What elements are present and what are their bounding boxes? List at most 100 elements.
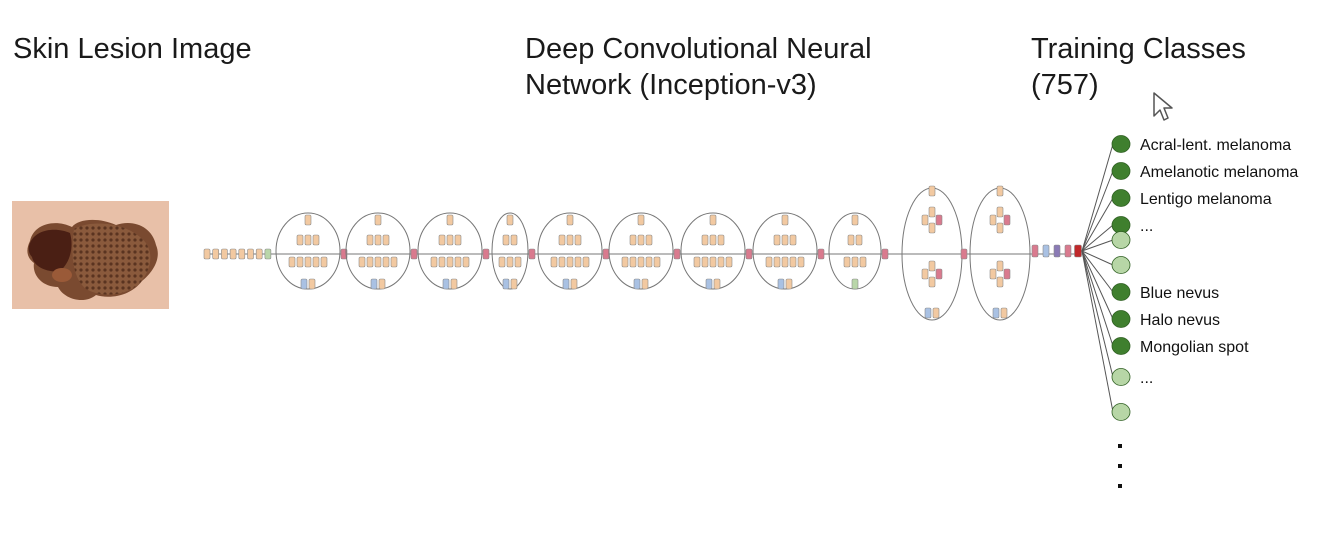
branch-box [709, 256, 717, 268]
avgpool-box [851, 278, 859, 290]
branch-box [510, 278, 518, 290]
branch-box [454, 234, 462, 246]
branch-top-box [304, 214, 312, 226]
branch-box [514, 256, 522, 268]
concat-box [924, 307, 932, 319]
branch-box [765, 256, 773, 268]
pool-connector-box [745, 248, 753, 260]
branch-box [637, 256, 645, 268]
branch-box [932, 307, 940, 319]
branch-box [450, 278, 458, 290]
pool-connector-box [960, 248, 968, 260]
branch-box [312, 234, 320, 246]
branch-box [859, 256, 867, 268]
class-node [1111, 135, 1131, 153]
pool-connector-box [410, 248, 418, 260]
class-node [1111, 337, 1131, 355]
branch-box [996, 222, 1004, 234]
pool-connector-box [602, 248, 610, 260]
branch-box [390, 256, 398, 268]
branch-top-box [709, 214, 717, 226]
skin-lesion-heading: Skin Lesion Image [13, 33, 252, 65]
class-label: Halo nevus [1140, 312, 1220, 329]
class-label: Lentigo melanoma [1140, 191, 1272, 208]
branch-box [843, 256, 851, 268]
branch-box [701, 256, 709, 268]
branch-top-box [996, 185, 1004, 197]
ellipsis-dot [1118, 484, 1122, 488]
class-node [1111, 310, 1131, 328]
class-connector-line [1081, 250, 1114, 266]
branch-box [296, 234, 304, 246]
concat-box [562, 278, 570, 290]
inception-module-outline [537, 212, 603, 290]
branch-box [558, 256, 566, 268]
branch-box [498, 256, 506, 268]
branch-top-box [374, 214, 382, 226]
branch-box [558, 234, 566, 246]
branch-box [717, 256, 725, 268]
pool-connector-box [528, 248, 536, 260]
branch-top-box [781, 214, 789, 226]
branch-box [570, 278, 578, 290]
branch-box [921, 268, 929, 280]
class-connector-line [1081, 239, 1114, 252]
branch-box [308, 278, 316, 290]
branch-box [996, 260, 1004, 272]
stem-layer-box [229, 248, 237, 260]
class-node [1111, 283, 1131, 301]
branch-box [701, 234, 709, 246]
class-label: Blue nevus [1140, 285, 1219, 302]
branch-box [462, 256, 470, 268]
concat-box [442, 278, 450, 290]
branch-top-box [446, 214, 454, 226]
branch-box [374, 234, 382, 246]
pointer-cursor-icon [1153, 92, 1173, 121]
branch-box [312, 256, 320, 268]
inception-module-outline [417, 212, 483, 290]
branch-box [693, 256, 701, 268]
concat-box [370, 278, 378, 290]
branch-box [366, 256, 374, 268]
branch-box [358, 256, 366, 268]
skin-lesion-image [12, 201, 169, 309]
branch-box [725, 256, 733, 268]
class-label: ... [1140, 218, 1153, 235]
branch-box [582, 256, 590, 268]
branch-box [446, 234, 454, 246]
branch-box [781, 234, 789, 246]
branch-top-box [566, 214, 574, 226]
concat-box [300, 278, 308, 290]
class-node [1111, 368, 1131, 386]
head-pool-box [1031, 244, 1039, 258]
inception-module-outline [680, 212, 746, 290]
head-dropout-box [1042, 244, 1050, 258]
branch-box [789, 234, 797, 246]
class-node [1111, 256, 1131, 274]
class-node [1111, 216, 1131, 234]
class-connector-line [1081, 250, 1114, 293]
branch-box [430, 256, 438, 268]
stem-layer-box [212, 248, 219, 260]
stem-layer-box [247, 248, 254, 260]
class-label: Mongolian spot [1140, 339, 1249, 356]
branch-box [629, 256, 637, 268]
branch-box [438, 256, 446, 268]
pool-connector-box [482, 248, 490, 260]
class-connector-line [1081, 250, 1114, 413]
head-fc-box [1053, 244, 1061, 258]
branch-box [296, 256, 304, 268]
branch-box [989, 268, 997, 280]
class-label: ... [1140, 370, 1153, 387]
branch-box [1000, 307, 1008, 319]
network-heading: Deep Convolutional Neural Network (Incep… [525, 33, 872, 101]
class-connector-line [1081, 250, 1114, 378]
concat-box [633, 278, 641, 290]
branch-box [566, 234, 574, 246]
branch-box [1003, 268, 1011, 280]
branch-top-box [637, 214, 645, 226]
branch-box [374, 256, 382, 268]
branch-box [773, 256, 781, 268]
concat-box [502, 278, 510, 290]
branch-box [304, 256, 312, 268]
